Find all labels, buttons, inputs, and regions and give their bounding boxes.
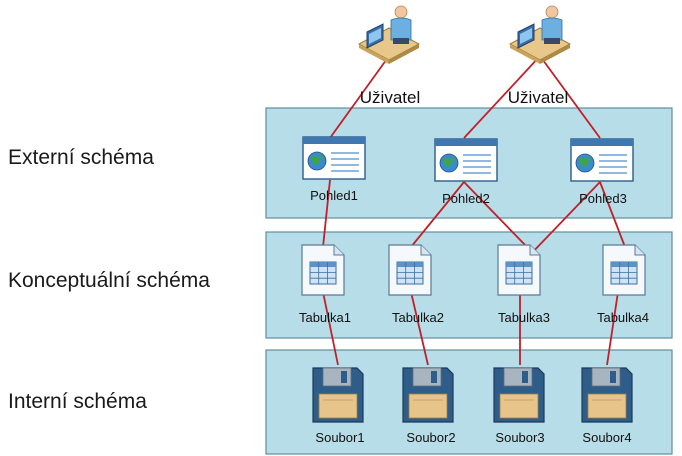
floppy-disk-icon xyxy=(402,367,454,423)
user-label: Uživatel xyxy=(507,88,569,107)
view-window-icon xyxy=(302,136,366,180)
link-view3-table3 xyxy=(526,181,601,259)
table-grid-icon xyxy=(497,244,541,296)
view-label: Pohled1 xyxy=(310,188,358,203)
table-label: Tabulka1 xyxy=(298,310,352,325)
floppy-disk-icon xyxy=(581,367,633,423)
connections xyxy=(322,55,626,366)
view-label: Pohled2 xyxy=(442,191,490,206)
conceptual-schema-label: Konceptuální schéma xyxy=(8,269,210,292)
link-view3-table4 xyxy=(599,181,626,248)
floppy-disk-icon xyxy=(493,367,545,423)
file-label: Soubor3 xyxy=(495,430,545,445)
user-at-computer-icon xyxy=(508,5,572,64)
link-view2-table3 xyxy=(463,181,528,248)
view-label: Pohled3 xyxy=(579,191,627,206)
user-label: Uživatel xyxy=(359,88,421,107)
view-window-icon xyxy=(570,138,634,182)
file-label: Soubor4 xyxy=(582,430,632,445)
table-label: Tabulka3 xyxy=(497,310,551,325)
table-grid-icon xyxy=(388,244,432,296)
table-grid-icon xyxy=(301,244,345,296)
link-table4-file4 xyxy=(606,291,619,366)
file-label: Soubor2 xyxy=(406,430,456,445)
external-schema-label: Externí schéma xyxy=(8,146,154,169)
floppy-disk-icon xyxy=(312,367,364,423)
file-label: Soubor1 xyxy=(315,430,365,445)
view-window-icon xyxy=(434,138,498,182)
link-user2-view3 xyxy=(539,55,601,139)
internal-schema-label: Interní schéma xyxy=(8,390,147,413)
table-label: Tabulka4 xyxy=(596,310,650,325)
link-view2-table2 xyxy=(410,181,465,248)
link-user1-view1 xyxy=(329,55,390,139)
link-view1-table1 xyxy=(322,179,331,248)
link-table1-file1 xyxy=(322,291,339,366)
link-table2-file2 xyxy=(410,291,429,366)
link-user2-view2 xyxy=(463,55,541,139)
table-label: Tabulka2 xyxy=(391,310,445,325)
table-grid-icon xyxy=(602,244,646,296)
user-at-computer-icon xyxy=(357,5,421,64)
